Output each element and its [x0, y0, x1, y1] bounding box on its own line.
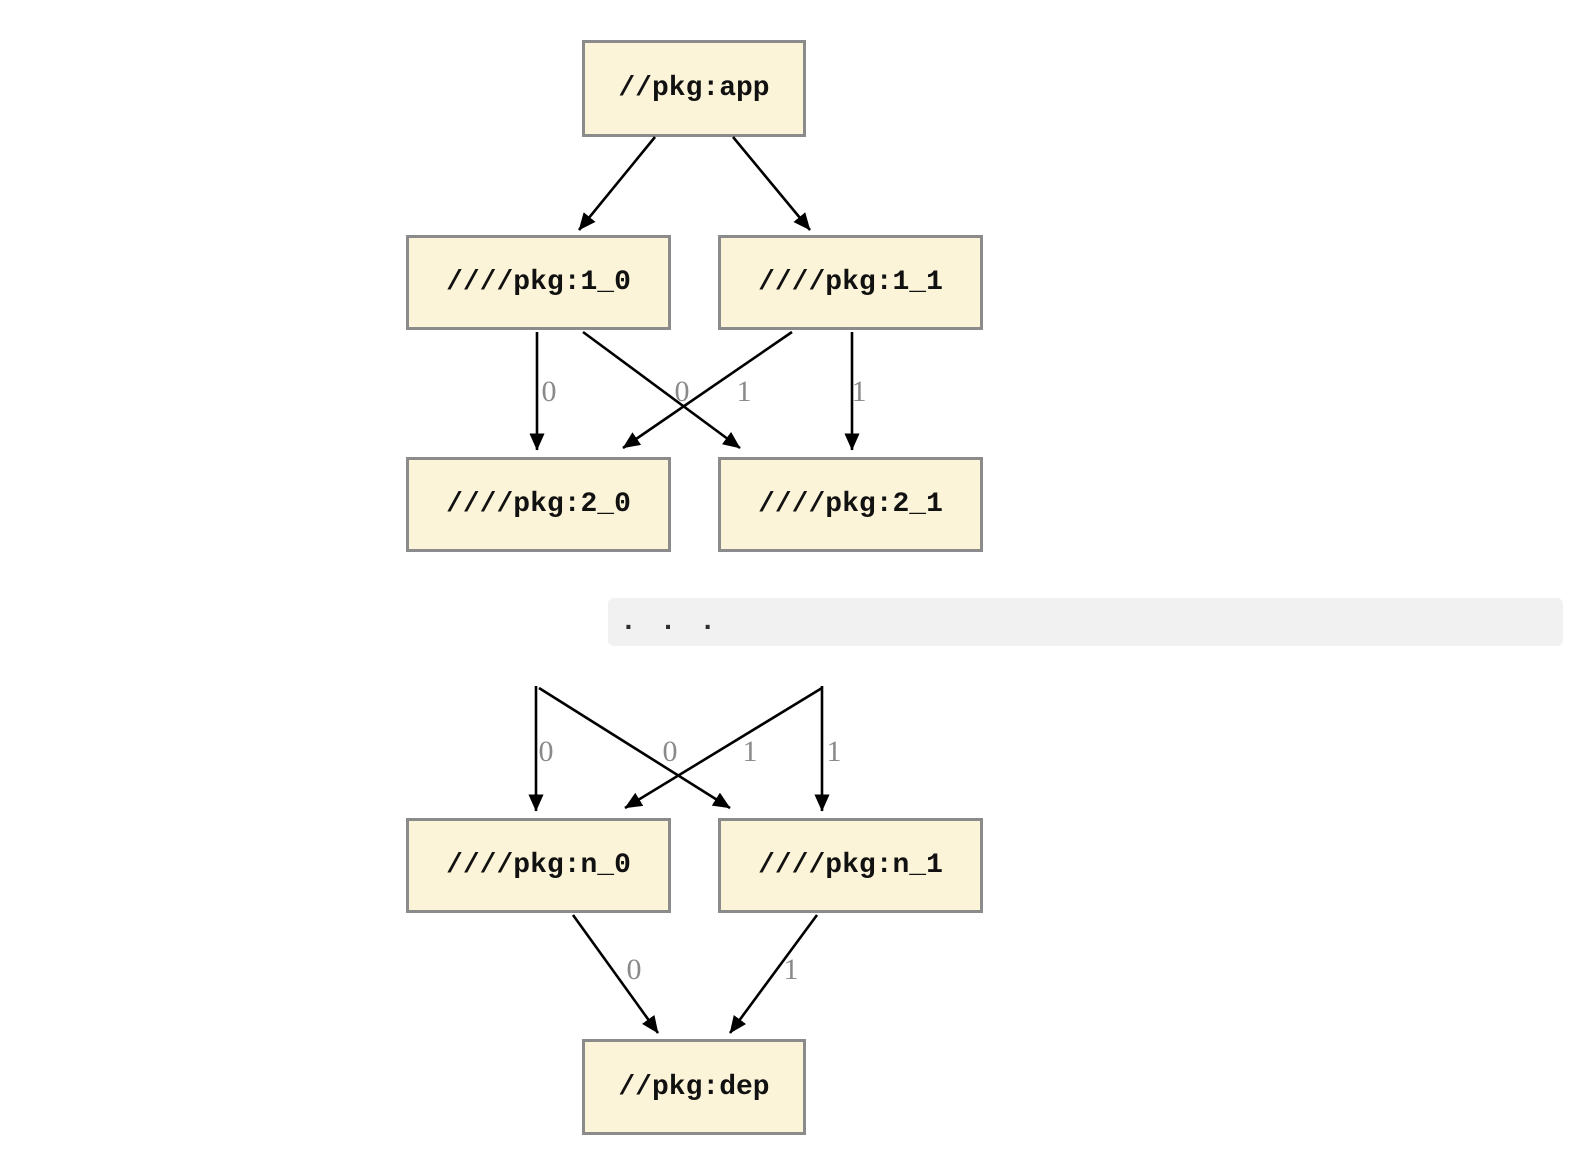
edge-label-n_0-to-dep: 0 — [626, 953, 642, 986]
edge-label-1_1-to-2_0: 0 — [674, 375, 690, 408]
node-pkg-1_1-label: ////pkg:1_1 — [758, 267, 943, 298]
node-pkg-n_0: ////pkg:n_0 — [406, 818, 671, 913]
edge-label-hidden-to-n_1-right: 1 — [826, 735, 842, 768]
edge-label-hidden-to-n_1-left: 1 — [742, 735, 758, 768]
edge-n_1-to-dep — [728, 914, 819, 1034]
edge-label-hidden-to-n_0-right: 0 — [662, 735, 678, 768]
node-pkg-app: //pkg:app — [582, 40, 806, 137]
node-pkg-1_0-label: ////pkg:1_0 — [446, 267, 631, 298]
node-pkg-n_1: ////pkg:n_1 — [718, 818, 983, 913]
ellipsis-band: . . . — [608, 598, 1563, 646]
node-pkg-1_0: ////pkg:1_0 — [406, 235, 671, 330]
ellipsis-dots: . . . — [620, 606, 720, 638]
node-pkg-dep-label: //pkg:dep — [618, 1071, 770, 1103]
node-pkg-dep: //pkg:dep — [582, 1039, 806, 1135]
node-pkg-app-label: //pkg:app — [618, 73, 770, 104]
edge-hidden-right-to-n_0 — [624, 686, 823, 810]
edge-app-to-1_0 — [577, 136, 657, 231]
edge-label-1_0-to-2_0: 0 — [541, 375, 557, 408]
node-pkg-2_1: ////pkg:2_1 — [718, 457, 983, 552]
node-pkg-n_1-label: ////pkg:n_1 — [758, 850, 943, 881]
node-pkg-1_1: ////pkg:1_1 — [718, 235, 983, 330]
edge-label-hidden-to-n_0-left: 0 — [538, 735, 554, 768]
edge-1_1-to-2_0 — [622, 330, 793, 450]
edge-app-to-1_1 — [731, 136, 812, 231]
node-pkg-2_1-label: ////pkg:2_1 — [758, 489, 943, 520]
node-pkg-2_0: ////pkg:2_0 — [406, 457, 671, 552]
node-pkg-n_0-label: ////pkg:n_0 — [446, 850, 631, 881]
edge-label-1_0-to-2_1: 1 — [736, 375, 752, 408]
edge-n_0-to-dep — [571, 914, 660, 1034]
edge-label-1_1-to-2_1: 1 — [851, 375, 867, 408]
edge-label-n_1-to-dep: 1 — [783, 953, 799, 986]
node-pkg-2_0-label: ////pkg:2_0 — [446, 489, 631, 520]
edge-1_0-to-2_1 — [582, 330, 741, 450]
edge-hidden-left-to-n_1 — [538, 686, 731, 810]
